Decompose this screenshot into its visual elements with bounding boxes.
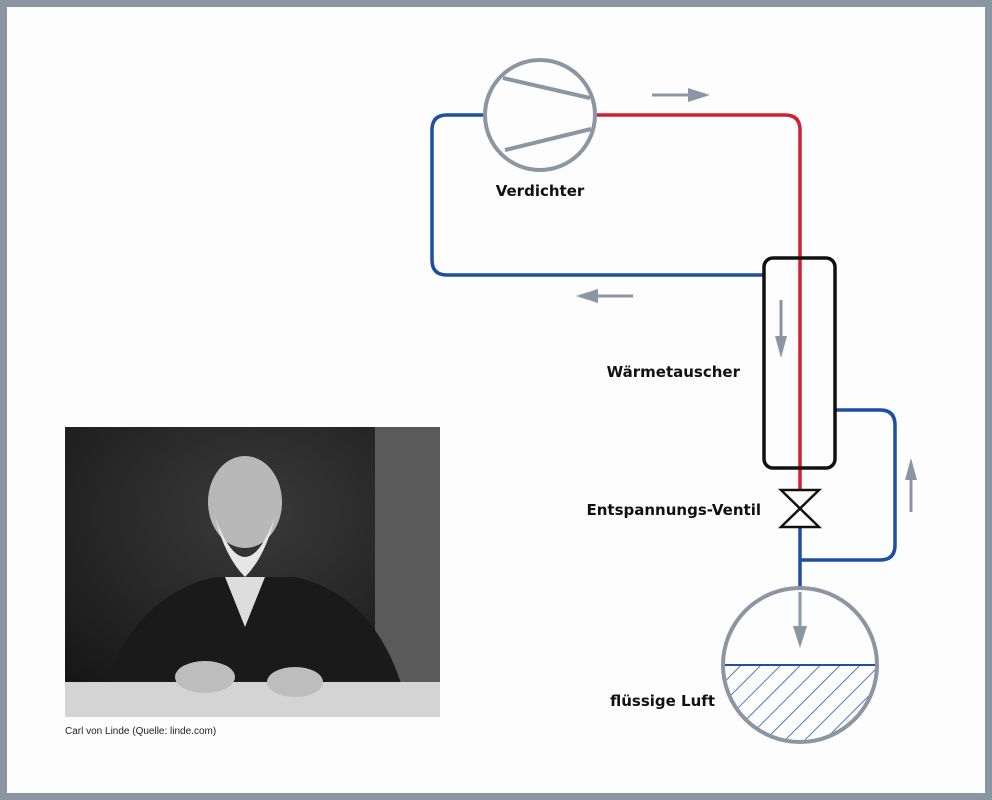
compressor-label: Verdichter bbox=[496, 182, 585, 200]
photo-caption: Carl von Linde (Quelle: linde.com) bbox=[65, 726, 217, 737]
portrait-photo bbox=[65, 427, 440, 717]
heat-exchanger-label: Wärmetauscher bbox=[607, 363, 741, 381]
valve-icon bbox=[777, 488, 823, 529]
flow-arrow-right-icon bbox=[652, 88, 710, 102]
cold-return-pipe bbox=[430, 113, 765, 277]
flow-arrow-left-icon bbox=[576, 289, 633, 303]
heat-exchanger-icon bbox=[762, 256, 837, 470]
flow-arrow-up-icon bbox=[905, 458, 917, 512]
compressor-icon bbox=[483, 58, 597, 172]
flow-arrow-down-icon bbox=[775, 300, 787, 358]
valve-label: Entspannungs-Ventil bbox=[587, 501, 762, 519]
cold-gas-branch-pipe bbox=[800, 408, 897, 562]
hot-pressure-pipe bbox=[595, 113, 802, 490]
flow-arrow-down-tank-icon bbox=[793, 592, 807, 648]
liquid-air-label: flüssige Luft bbox=[610, 692, 715, 710]
